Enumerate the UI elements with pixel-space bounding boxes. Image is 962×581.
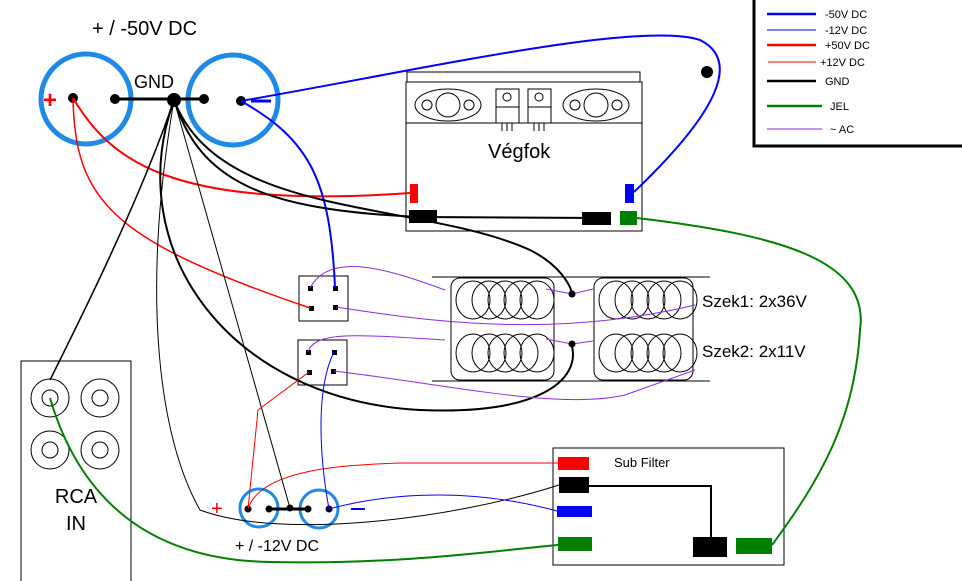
coil-winding — [455, 280, 491, 320]
wire-ac-4 — [333, 369, 696, 401]
sub-terminal-minus — [557, 506, 592, 517]
coil-winding — [519, 333, 555, 373]
legend-label: +50V DC — [825, 40, 870, 52]
wire-plus50-to-rectifier — [72, 97, 311, 309]
coil-winding — [471, 280, 507, 320]
wire-plus12-to-subfilter — [247, 462, 558, 510]
wire-signal-sub-to-amp — [636, 217, 862, 546]
wire-minus12-to-subfilter — [328, 494, 558, 512]
wires — [49, 34, 862, 564]
coil-winding — [598, 280, 634, 320]
transformer: Szek1: 2x36V Szek2: 2x11V — [432, 276, 808, 382]
power-transistor-left — [414, 88, 482, 122]
wire-gnd-to-12v — [173, 99, 291, 509]
terminal-cap2-gnd — [199, 94, 209, 104]
terminal-cap1-gnd — [110, 94, 120, 104]
coil-winding — [598, 333, 634, 373]
sub-terminal-plus — [558, 457, 589, 470]
coil-winding — [519, 280, 555, 320]
coil-winding — [662, 333, 698, 373]
legend-label: -12V DC — [825, 25, 867, 37]
coil-winding — [646, 333, 682, 373]
rca-label-line2: IN — [66, 513, 86, 535]
wire-gnd-to-ct1 — [173, 99, 573, 294]
sub-terminal-gnd-out — [693, 537, 727, 557]
sub-terminal-gnd — [559, 477, 589, 493]
rca-jack-4 — [80, 430, 120, 470]
rca-label-line1: RCA — [55, 486, 98, 508]
coil-winding — [503, 280, 539, 320]
coil-winding — [455, 333, 491, 373]
coil-winding — [471, 333, 507, 373]
plus-sign-50v: + — [43, 87, 57, 114]
sub-terminal-signal-in — [558, 537, 592, 551]
rca-jack-2 — [80, 378, 120, 418]
capacitor-pair-12v: + + / -12V DC — [211, 487, 365, 555]
coil-winding — [630, 280, 666, 320]
legend-label: JEL — [830, 101, 849, 113]
wire-plus12-from-rect — [247, 371, 310, 510]
coil-winding — [646, 280, 682, 320]
rca-jack-3 — [30, 430, 70, 470]
wire-ac-1 — [309, 266, 446, 291]
amplifier-heatsink — [406, 71, 641, 83]
wire-ac-2 — [335, 304, 696, 326]
wire-plus50-to-amp — [72, 97, 411, 198]
wire-gnd-to-rca — [49, 99, 175, 381]
rca-input-panel: RCA IN — [20, 360, 132, 581]
wire-minus50-to-amp — [240, 34, 721, 193]
coil-winding — [487, 280, 523, 320]
coil-winding — [487, 333, 523, 373]
amp-terminal-minus — [625, 184, 634, 203]
plus-sign-12v: + — [211, 498, 223, 520]
driver-transistor-2 — [527, 88, 552, 131]
sub-filter-board: Sub Filter — [552, 447, 785, 566]
power-transistor-right — [562, 88, 630, 122]
wire-gnd-to-subfilter — [156, 99, 560, 526]
secondary2-label: Szek2: 2x11V — [702, 342, 806, 361]
wire-gnd-to-ct2 — [159, 99, 574, 412]
amp-terminal-signal-out — [620, 211, 637, 225]
driver-transistor-1 — [495, 88, 520, 131]
legend-label: -50V DC — [825, 9, 867, 21]
transformer-primary-block — [450, 277, 555, 381]
wire-minus50-to-rectifier — [240, 100, 336, 288]
coil-winding — [630, 333, 666, 373]
amplifier-outline — [405, 81, 643, 232]
legend-label: GND — [825, 76, 850, 88]
coil-winding — [614, 333, 650, 373]
wire-minus12-from-rect — [320, 351, 335, 510]
amplifier-board: Végfok — [405, 71, 643, 232]
transformer-secondary-block — [593, 277, 694, 381]
legend-label: ~ AC — [830, 124, 854, 136]
amp-terminal-plus — [410, 184, 418, 203]
loose-terminal-dot — [701, 66, 713, 78]
amplifier-label: Végfok — [488, 141, 551, 163]
wire-gnd-to-amp — [173, 99, 601, 219]
gnd-label: GND — [134, 72, 174, 92]
sub-filter-label: Sub Filter — [614, 455, 670, 470]
title-50v: + / -50V DC — [92, 18, 197, 40]
coil-winding — [503, 333, 539, 373]
coil-winding — [614, 280, 650, 320]
wire-ac-3 — [307, 335, 446, 353]
wire-signal-rca-to-sub — [49, 397, 559, 564]
label-12v: + / -12V DC — [235, 538, 319, 555]
sub-terminal-signal-out — [736, 538, 772, 554]
capacitor-pair-50v: GND + — [38, 51, 281, 148]
legend-border — [752, 0, 962, 148]
legend-label: +12V DC — [820, 57, 865, 69]
coil-winding — [662, 280, 698, 320]
legend: -50V DC -12V DC +50V DC +12V DC GND JEL ~ AC — [752, 0, 962, 148]
secondary1-label: Szek1: 2x36V — [702, 292, 808, 311]
bridge-rectifier-1 — [298, 275, 349, 322]
bridge-rectifier-2 — [297, 339, 348, 386]
